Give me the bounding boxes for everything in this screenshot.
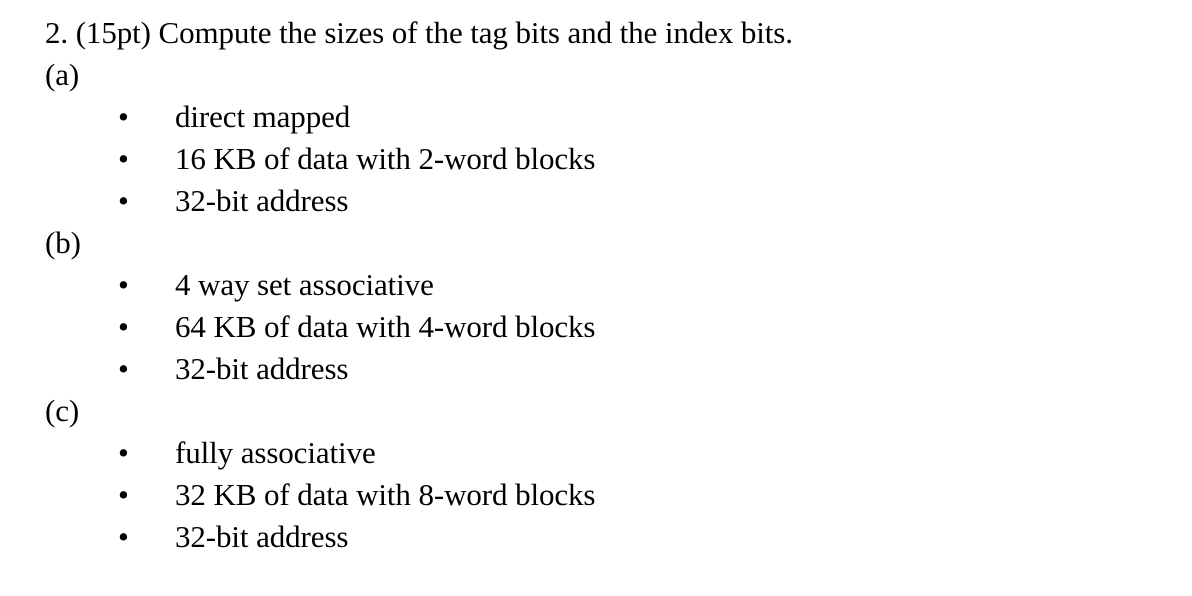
bullet-point-icon: •: [118, 99, 129, 134]
bullet-list-a: • direct mapped • 16 KB of data with 2-w…: [45, 96, 1192, 222]
bullet-point-icon: •: [118, 351, 129, 386]
list-item: • 32-bit address: [45, 516, 1192, 558]
bullet-point-icon: •: [118, 183, 129, 218]
document-content: 2. (15pt) Compute the sizes of the tag b…: [45, 12, 1192, 558]
section-a: (a) • direct mapped • 16 KB of data with…: [45, 54, 1192, 222]
list-item: • 32 KB of data with 8-word blocks: [45, 474, 1192, 516]
list-item: • 16 KB of data with 2-word blocks: [45, 138, 1192, 180]
list-item: • direct mapped: [45, 96, 1192, 138]
bullet-list-c: • fully associative • 32 KB of data with…: [45, 432, 1192, 558]
bullet-point-icon: •: [118, 141, 129, 176]
list-item-label: 16 KB of data with 2-word blocks: [175, 141, 596, 176]
section-label-c: (c): [45, 393, 80, 428]
bullet-point-icon: •: [118, 477, 129, 512]
list-item: • fully associative: [45, 432, 1192, 474]
list-item: • 32-bit address: [45, 348, 1192, 390]
list-item: • 64 KB of data with 4-word blocks: [45, 306, 1192, 348]
section-label-b: (b): [45, 225, 81, 260]
list-item-label: fully associative: [175, 435, 376, 470]
bullet-list-b: • 4 way set associative • 64 KB of data …: [45, 264, 1192, 390]
list-item-label: 32-bit address: [175, 183, 349, 218]
question-heading: 2. (15pt) Compute the sizes of the tag b…: [45, 15, 793, 50]
bullet-point-icon: •: [118, 519, 129, 554]
section-b: (b) • 4 way set associative • 64 KB of d…: [45, 222, 1192, 390]
list-item: • 32-bit address: [45, 180, 1192, 222]
list-item-label: 32 KB of data with 8-word blocks: [175, 477, 596, 512]
list-item-label: 64 KB of data with 4-word blocks: [175, 309, 596, 344]
list-item-label: 4 way set associative: [175, 267, 434, 302]
bullet-point-icon: •: [118, 267, 129, 302]
list-item: • 4 way set associative: [45, 264, 1192, 306]
list-item-label: direct mapped: [175, 99, 351, 134]
section-c: (c) • fully associative • 32 KB of data …: [45, 390, 1192, 558]
list-item-label: 32-bit address: [175, 519, 349, 554]
bullet-point-icon: •: [118, 435, 129, 470]
list-item-label: 32-bit address: [175, 351, 349, 386]
bullet-point-icon: •: [118, 309, 129, 344]
section-label-a: (a): [45, 57, 80, 92]
